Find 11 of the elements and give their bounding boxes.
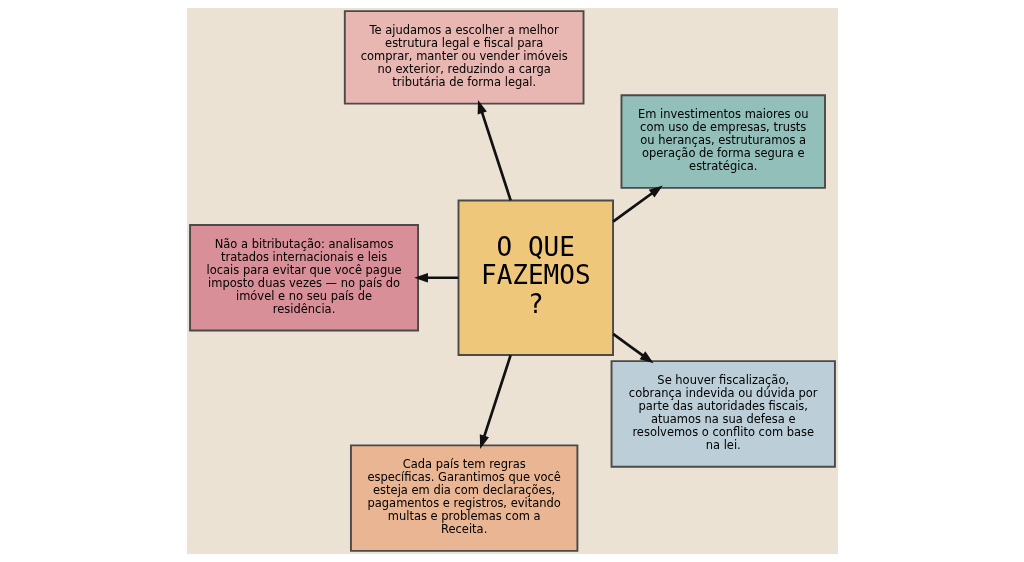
arrow <box>477 99 512 201</box>
arrow <box>611 332 654 364</box>
node-box: Se houver fiscalização, cobrança indevida ou dúvida por parte das autoridades fiscais, atuamos na sua defesa e resolvemos o conflito com base na lei. <box>610 360 836 468</box>
node-box: O QUE FAZEMOS ? <box>457 199 614 356</box>
node-box: Te ajudamos a escolher a melhor estrutura legal e fiscal para comprar, manter ou vender imóveis no exterior, reduzindo a carga tributária de forma legal. <box>343 10 584 105</box>
arrow <box>611 185 663 223</box>
arrow <box>479 354 512 449</box>
node-box: Em investimentos maiores ou com uso de empresas, trusts ou heranças, estruturamos a operação de forma segura e estratégica. <box>620 94 826 189</box>
arrow <box>413 272 458 283</box>
node-box: Cada país tem regras específicas. Garantimos que você esteja em dia com declarações, pagamentos e registros, evitando multas e problemas com a Receita. <box>349 444 578 552</box>
node-box: Não a bitributação: analisamos tratados internacionais e leis locais para evitar que você pague imposto duas vezes — no país do imóvel e no seu país de residência. <box>188 224 419 332</box>
